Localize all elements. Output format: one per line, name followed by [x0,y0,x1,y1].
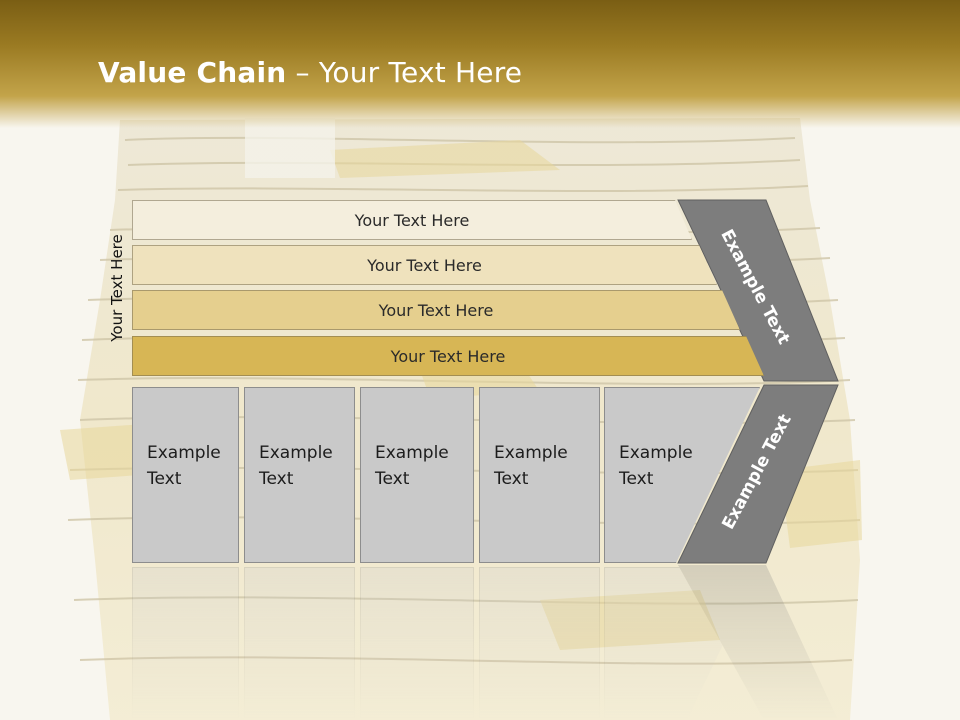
band-1-label: Your Text Here [354,210,470,230]
box-5-line2: Text [619,469,654,489]
box-4-line1: Example [494,443,568,463]
box-1-line2: Text [147,469,182,489]
reflection-chevron [678,565,838,720]
slide-title: Value Chain – Your Text Here [98,56,522,96]
box-2-line1: Example [259,443,333,463]
box-3-line1: Example [375,443,449,463]
box-1-line1: Example [147,443,221,463]
band-3-label: Your Text Here [378,300,494,320]
box-2-line2: Text [259,469,294,489]
box-4-line2: Text [494,469,529,489]
title-band [0,0,960,128]
chevron-lower-half [677,384,839,564]
title-bold: Value Chain [98,56,287,89]
band-4-label: Your Text Here [390,346,506,366]
band-2-label: Your Text Here [367,255,482,275]
box-5-line1: Example [619,443,693,463]
box-3-line2: Text [375,469,410,489]
title-rest: – Your Text Here [286,56,523,89]
band-3: Your Text Here [132,290,740,330]
band-1: Your Text Here [132,200,692,240]
reflection [0,565,960,720]
band-2: Your Text Here [132,245,717,285]
band-4: Your Text Here [132,336,764,376]
